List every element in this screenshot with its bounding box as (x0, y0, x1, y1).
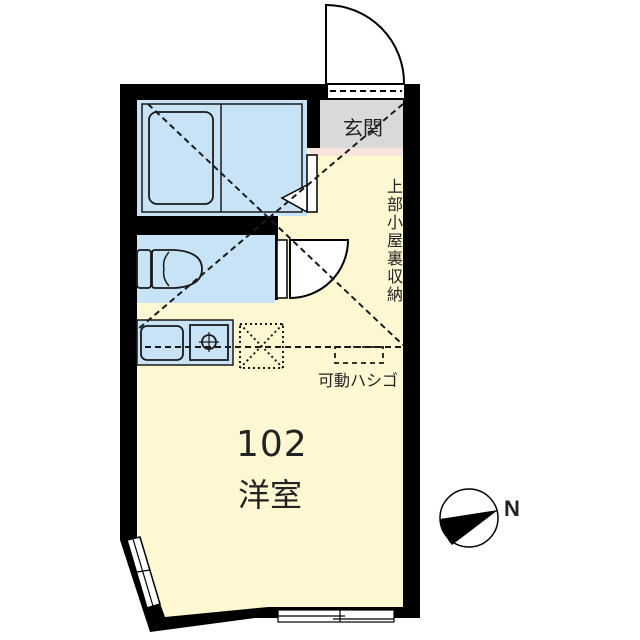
entrance-label: 玄関 (343, 116, 383, 140)
bathtub-icon (148, 111, 214, 205)
bathroom (137, 100, 307, 216)
toilet-room (137, 235, 275, 303)
toilet-door (289, 239, 350, 300)
toilet-icon (151, 249, 203, 289)
entrance-door (325, 3, 406, 85)
ladder-outline (334, 346, 384, 364)
sink-icon (140, 325, 184, 361)
compass-icon (439, 488, 499, 548)
loft-storage-label: 上部小屋裏収納 (386, 177, 403, 304)
movable-ladder-label: 可動ハシゴ (318, 371, 399, 390)
stove-icon (189, 324, 229, 361)
room-number: 102 (236, 424, 308, 465)
north-label: N (504, 496, 520, 521)
room-floor (137, 300, 403, 617)
room-type-label: 洋室 (238, 476, 303, 514)
